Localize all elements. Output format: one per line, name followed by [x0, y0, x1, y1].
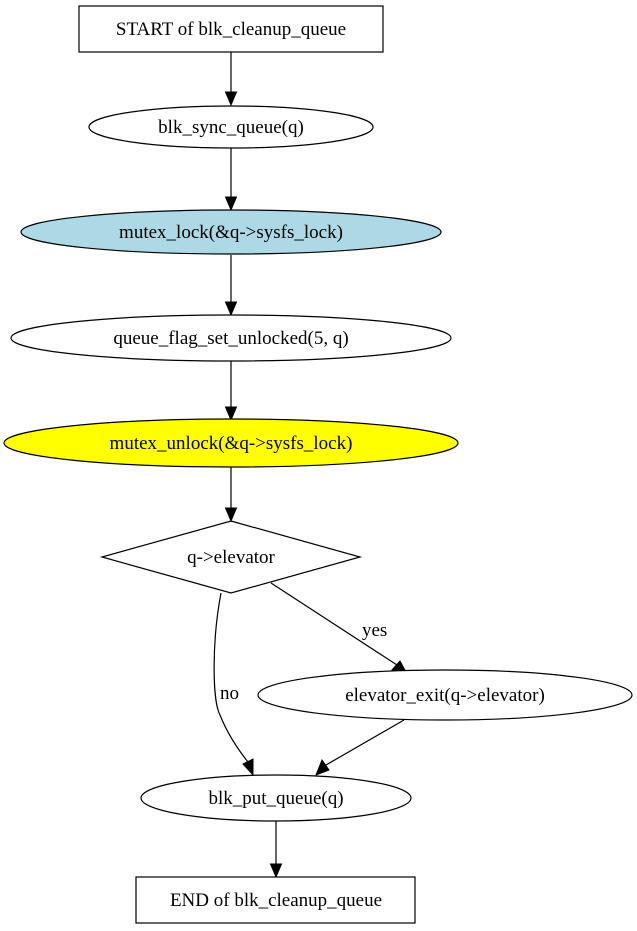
arrowhead-unlock-cond [224, 507, 238, 523]
unlock-ellipse [3, 418, 459, 468]
sync-label: blk_sync_queue(q) [158, 117, 304, 138]
lock-ellipse [20, 209, 442, 255]
node-cond: q->elevator [99, 520, 363, 594]
edge-label-no: no [220, 683, 239, 704]
lock-label: mutex_lock(&q->sysfs_lock) [119, 222, 343, 243]
arrowhead-elevexit-put [315, 758, 330, 776]
edge-label-yes: yes [362, 620, 387, 641]
edges [213, 52, 408, 879]
node-unlock: mutex_unlock(&q->sysfs_lock) [3, 418, 459, 468]
arrowhead-put-end [269, 863, 283, 879]
arrowhead-sync-lock [224, 196, 238, 212]
flagset-label: queue_flag_set_unlocked(5, q) [113, 328, 348, 349]
arrowhead-flagset-unlock [224, 406, 238, 422]
cond-label: q->elevator [187, 547, 275, 568]
cond-diamond [99, 520, 363, 594]
node-flagset: queue_flag_set_unlocked(5, q) [10, 314, 452, 362]
arrowhead-cond-put [242, 758, 254, 777]
arrowhead-lock-flagset [224, 301, 238, 317]
end-label: END of blk_cleanup_queue [170, 890, 382, 911]
edge-elevexit-put [325, 719, 405, 766]
node-lock: mutex_lock(&q->sysfs_lock) [20, 209, 442, 255]
node-sync: blk_sync_queue(q) [88, 105, 374, 149]
flagset-ellipse [10, 314, 452, 362]
elevexit-label: elevator_exit(q->elevator) [345, 685, 545, 706]
start-box [78, 5, 384, 53]
arrowhead-start-sync [224, 91, 238, 107]
start-label: START of blk_cleanup_queue [116, 19, 346, 40]
put-ellipse [140, 774, 412, 822]
edge-cond-elevexit [270, 582, 398, 666]
node-put: blk_put_queue(q) [140, 774, 412, 822]
elevexit-ellipse [257, 669, 633, 721]
unlock-label: mutex_unlock(&q->sysfs_lock) [110, 433, 353, 454]
end-box [135, 876, 416, 924]
edge-cond-put [213, 592, 249, 763]
node-end: END of blk_cleanup_queue [135, 876, 416, 924]
node-elevexit: elevator_exit(q->elevator) [257, 669, 633, 721]
sync-ellipse [88, 105, 374, 149]
node-start: START of blk_cleanup_queue [78, 5, 384, 53]
put-label: blk_put_queue(q) [208, 788, 343, 809]
